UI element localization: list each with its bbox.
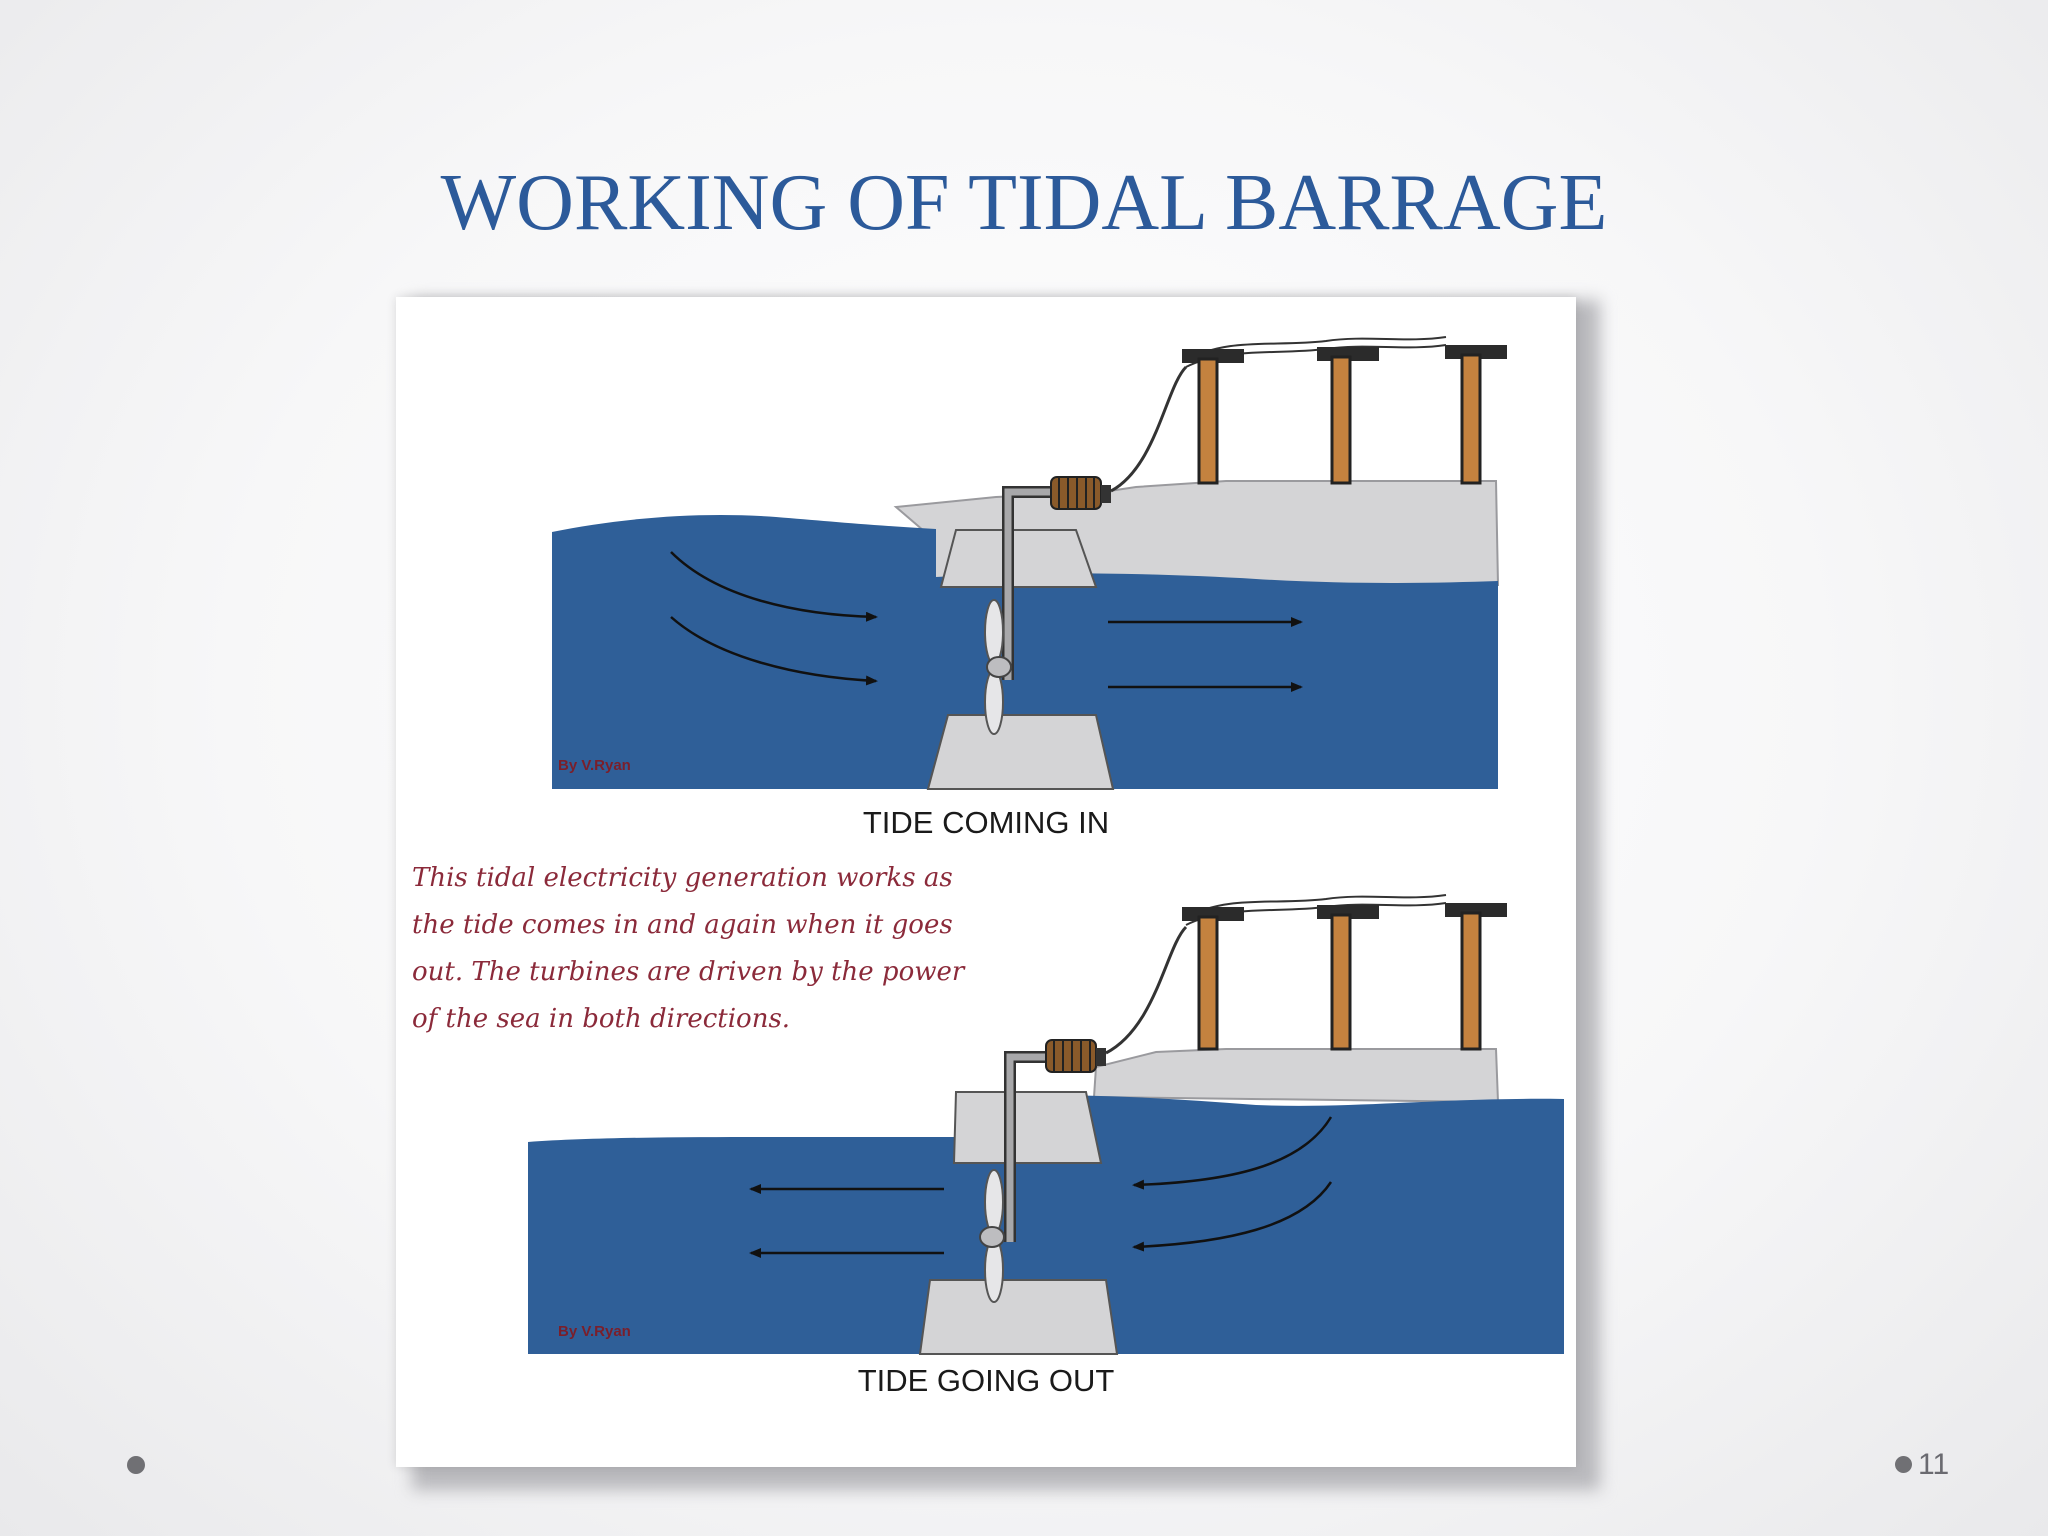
bottom-credit: By V.Ryan — [558, 1323, 631, 1340]
slide-number: 11 — [1918, 1448, 1950, 1481]
top-caption: TIDE COMING IN — [862, 805, 1110, 840]
bottom-sluice-lower — [918, 1279, 1119, 1355]
top-water — [552, 514, 1498, 789]
decorative-dot-left — [127, 1456, 145, 1474]
explanation-note: This tidal electricity generation works … — [412, 863, 965, 1034]
bottom-turbine — [979, 1169, 1005, 1303]
top-turbine — [984, 599, 1012, 735]
slide-title: WORKING OF TIDAL BARRAGE — [440, 159, 1608, 247]
top-cable — [1110, 365, 1188, 493]
bottom-cable — [1105, 925, 1188, 1055]
top-panel — [552, 336, 1507, 790]
bottom-caption: TIDE GOING OUT — [857, 1363, 1115, 1398]
bottom-panel — [528, 894, 1564, 1355]
bottom-flow-arrows — [749, 1116, 1333, 1258]
top-credit: By V.Ryan — [558, 757, 631, 774]
tidal-barrage-diagram: By V.Ryan TIDE COMING IN This tidal elec… — [396, 297, 1576, 1467]
top-sluice-lower — [926, 714, 1115, 790]
bottom-water — [528, 1094, 1564, 1354]
top-shaft-inner — [1004, 488, 1053, 680]
decorative-dot-right — [1895, 1456, 1912, 1473]
bottom-generator — [1045, 1039, 1106, 1073]
bottom-embankment — [1092, 1048, 1500, 1104]
top-pylons — [1182, 345, 1507, 485]
top-generator — [1050, 476, 1111, 510]
diagram-canvas — [528, 336, 1564, 1355]
bottom-sluice-upper — [952, 1091, 1103, 1164]
bottom-pylons — [1182, 903, 1507, 1051]
top-flow-arrows — [670, 551, 1303, 692]
top-sluice-upper — [939, 529, 1098, 588]
